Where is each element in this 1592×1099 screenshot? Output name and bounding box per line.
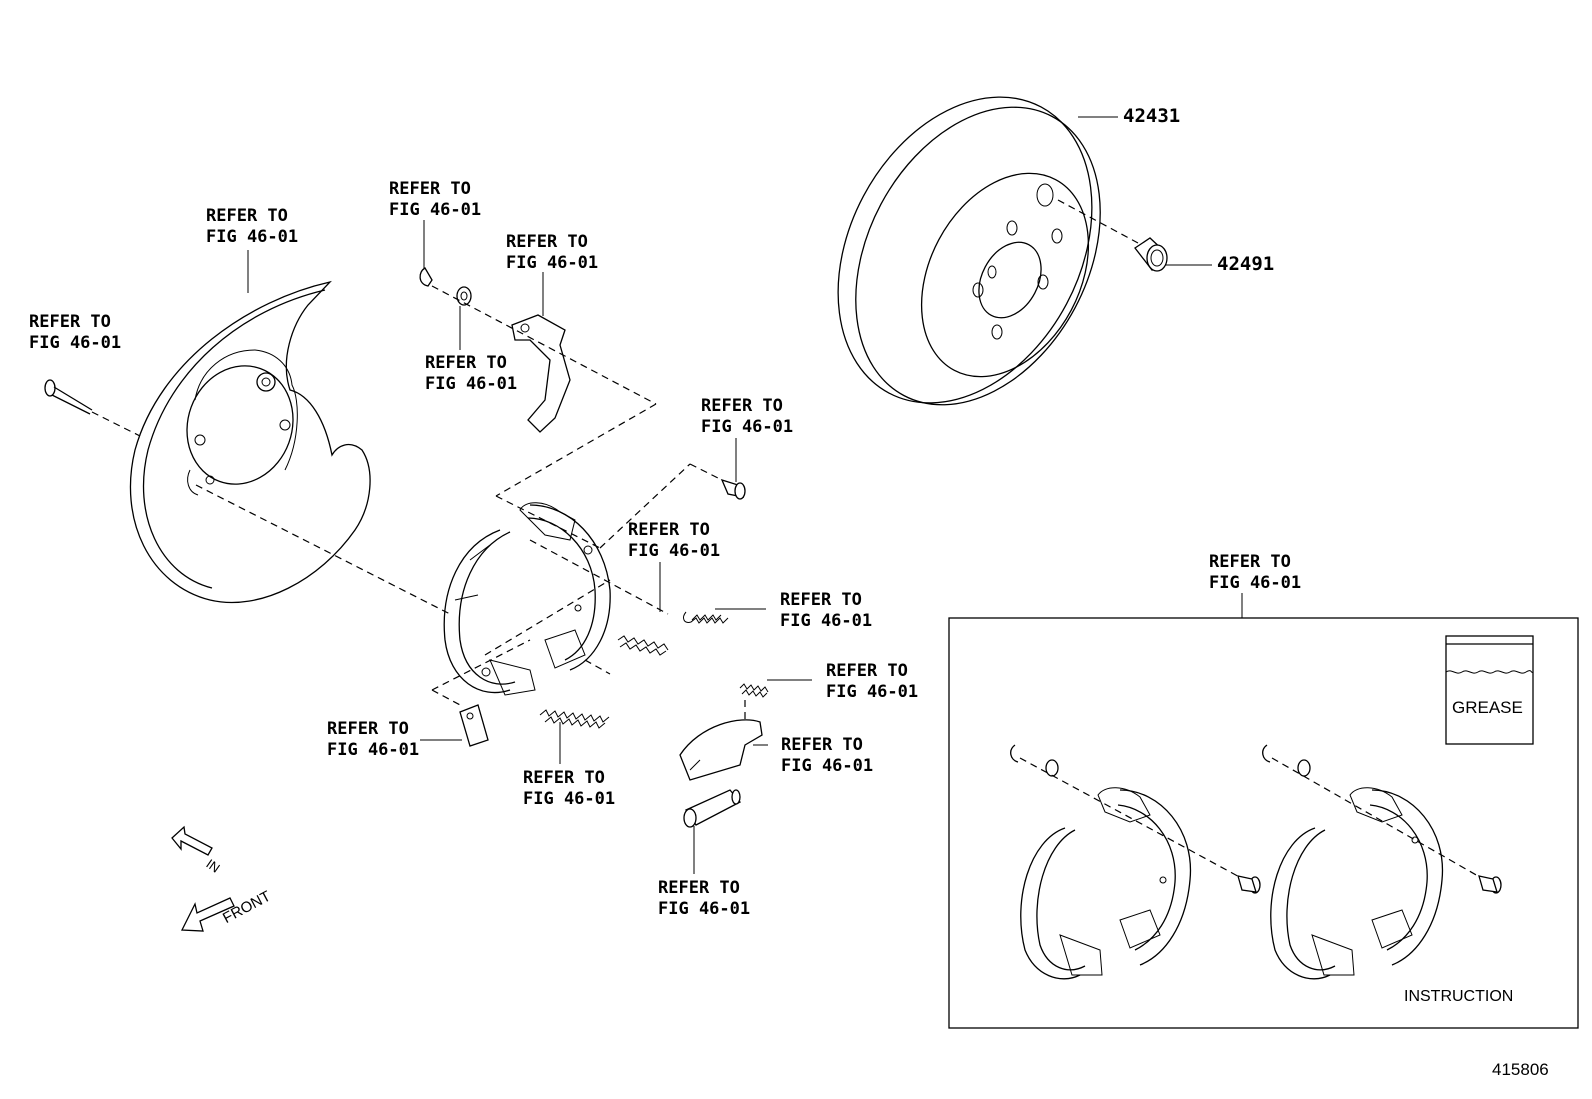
refer-line1: REFER TO [701,396,783,416]
refer-line2: FIG 46-01 [29,333,122,353]
backing-plate [129,280,371,604]
refer-label-e-clip: REFER TO FIG 46-01 [389,179,481,221]
strut [679,719,763,781]
brake-rotor [837,96,1101,406]
refer-line1: REFER TO [826,661,908,681]
refer-label-small-spring: REFER TO FIG 46-01 [826,661,918,703]
parking-brake-lever [511,314,571,433]
refer-line1: REFER TO [327,719,409,739]
refer-line1: REFER TO [781,735,863,755]
refer-line1: REFER TO [628,520,710,540]
refer-label-backing-plate: REFER TO FIG 46-01 [206,206,298,248]
refer-line2: FIG 46-01 [781,756,874,776]
refer-label-instruction: REFER TO FIG 46-01 [1209,552,1301,594]
refer-label-adjusting-spring: REFER TO FIG 46-01 [780,590,872,632]
shoe-hold-pin [720,478,746,500]
refer-label-adjuster: REFER TO FIG 46-01 [658,878,750,920]
refer-line2: FIG 46-01 [506,253,599,273]
brake-shoe-assembly [443,502,611,696]
refer-line2: FIG 46-01 [425,374,518,394]
refer-line2: FIG 46-01 [658,899,751,919]
shoe-clip [459,704,489,747]
refer-label-bolt: REFER TO FIG 46-01 [29,312,121,354]
refer-label-shoe-clip: REFER TO FIG 46-01 [327,719,419,761]
instruction-box [948,617,1579,1029]
refer-line1: REFER TO [658,878,740,898]
small-spring [739,683,769,698]
refer-line2: FIG 46-01 [327,740,420,760]
refer-label-tension-spring: REFER TO FIG 46-01 [523,768,615,810]
refer-line1: REFER TO [523,768,605,788]
refer-line2: FIG 46-01 [701,417,794,437]
refer-line1: REFER TO [425,353,507,373]
adjusting-spring [683,611,729,624]
washer [456,286,472,306]
refer-label-pin: REFER TO FIG 46-01 [701,396,793,438]
refer-line2: FIG 46-01 [826,682,919,702]
direction-arrows [171,825,235,932]
tension-spring [539,709,610,729]
grease-label: GREASE [1452,698,1523,717]
refer-label-strut: REFER TO FIG 46-01 [781,735,873,777]
refer-line2: FIG 46-01 [628,541,721,561]
leader-lines [247,116,1243,874]
refer-label-return-spring: REFER TO FIG 46-01 [628,520,720,562]
part-number-plug: 42491 [1217,253,1275,275]
refer-line2: FIG 46-01 [389,200,482,220]
diagram-id: 415806 [1492,1060,1549,1079]
refer-line2: FIG 46-01 [1209,573,1302,593]
refer-line2: FIG 46-01 [206,227,299,247]
assembly-lines [91,199,1139,722]
refer-line1: REFER TO [780,590,862,610]
instruction-title: INSTRUCTION [1404,988,1514,1005]
return-spring [617,635,669,656]
refer-line1: REFER TO [29,312,111,332]
refer-line1: REFER TO [506,232,588,252]
refer-label-washer: REFER TO FIG 46-01 [425,353,517,395]
refer-line1: REFER TO [389,179,471,199]
bolt-left [44,379,93,415]
refer-label-lever: REFER TO FIG 46-01 [506,232,598,274]
refer-line2: FIG 46-01 [780,611,873,631]
part-number-rotor: 42431 [1123,105,1181,127]
e-clip [419,267,433,287]
hole-plug [1134,237,1168,272]
refer-line1: REFER TO [1209,552,1291,572]
adjuster [683,789,742,828]
refer-line2: FIG 46-01 [523,789,616,809]
refer-line1: REFER TO [206,206,288,226]
